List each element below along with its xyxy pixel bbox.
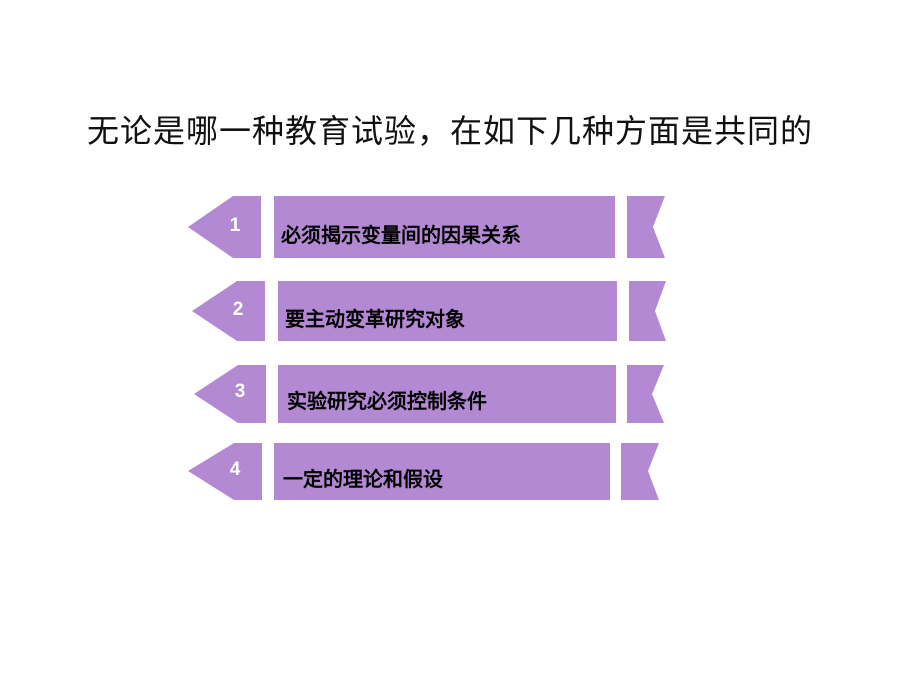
slide-title: 无论是哪一种教育试验，在如下几种方面是共同的 [86,112,813,150]
list-item-2: 2 要主动变革研究对象 [192,281,672,341]
item-number: 2 [232,299,244,320]
item-text: 必须揭示变量间的因果关系 [281,223,521,247]
list-item-3: 3 实验研究必须控制条件 [194,365,674,423]
ribbon-shape [188,443,659,500]
item-text: 一定的理论和假设 [283,467,443,491]
list-item-4: 4 一定的理论和假设 [188,443,668,500]
item-number: 3 [234,381,246,402]
ribbon-shape [194,365,664,423]
item-text: 要主动变革研究对象 [285,307,465,331]
ribbon-shape [192,281,666,341]
item-text: 实验研究必须控制条件 [287,389,487,413]
item-number: 4 [229,459,241,480]
item-number: 1 [229,215,241,236]
list-item-1: 1 必须揭示变量间的因果关系 [188,196,668,258]
ribbon-shape [188,196,665,258]
